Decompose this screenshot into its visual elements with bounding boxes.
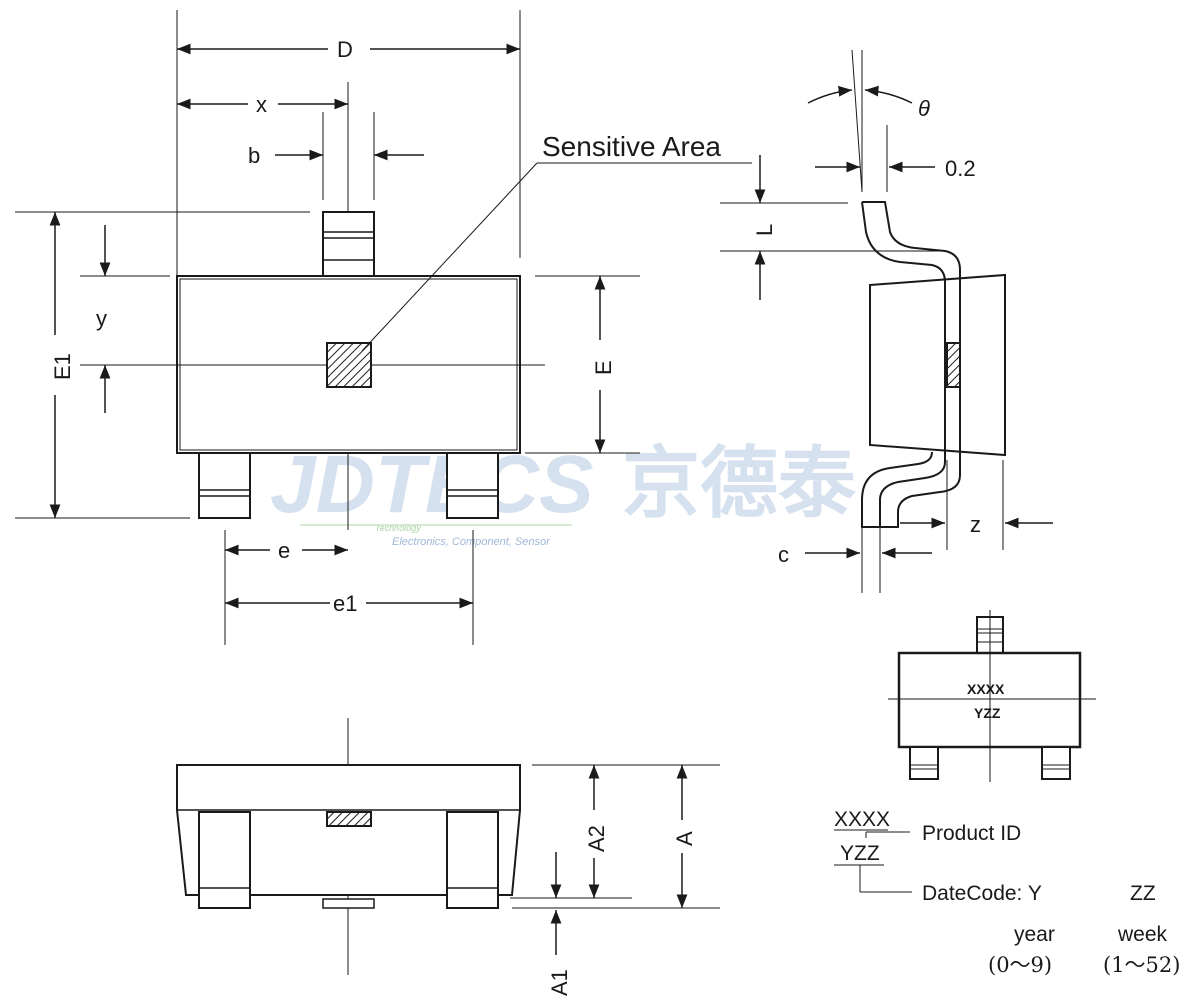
marking-legend: XXXX YZZ Product ID DateCode: Y ZZ year … (834, 808, 1180, 977)
side-view: θ 0.2 L z c (720, 49, 1053, 593)
dim-label-z: z (970, 512, 981, 537)
dim-label-b: b (248, 143, 260, 168)
watermark-tagline: Electronics, Component, Sensor (392, 536, 551, 548)
legend-year: year (1014, 923, 1055, 946)
front-view: A2 A A1 (176, 718, 720, 996)
legend-week: week (1117, 923, 1168, 946)
dim-label-A2: A2 (584, 825, 609, 852)
dim-label-y: y (96, 306, 107, 331)
dim-label-E1: E1 (50, 353, 75, 380)
watermark: JDTECS 京德泰 Electronics, Component, Senso… (270, 439, 857, 548)
dim-label-c: c (778, 542, 789, 567)
watermark-brand: JDTECS (270, 439, 594, 530)
dim-label-A1: A1 (547, 969, 572, 996)
top-view: D x b Sensitive Are (15, 10, 752, 645)
dim-label-E: E (591, 360, 616, 375)
dim-label-e1: e1 (333, 591, 357, 616)
dim-label-e: e (278, 538, 290, 563)
dim-label-A: A (672, 831, 697, 846)
legend-product-id: Product ID (922, 822, 1021, 845)
offset-label: 0.2 (945, 156, 976, 181)
marking-view: XXXX YZZ (888, 610, 1096, 782)
dim-label-L: L (752, 224, 777, 236)
legend-datecode: DateCode: Y (922, 882, 1042, 905)
legend-xxxx: XXXX (834, 808, 890, 831)
legend-year-range: (0～9) (988, 953, 1052, 977)
dim-label-x: x (256, 92, 267, 117)
legend-yzz: YZZ (840, 842, 880, 865)
theta-label: θ (918, 96, 930, 121)
watermark-brand-cn: 京德泰 (622, 439, 857, 529)
marking-line2: YZZ (974, 705, 1001, 721)
sensitive-area-label: Sensitive Area (542, 131, 721, 162)
dim-label-D: D (337, 37, 353, 62)
marking-line1: XXXX (967, 681, 1005, 697)
watermark-tagline2: Technology (375, 523, 421, 533)
legend-week-range: (1～52) (1103, 953, 1180, 977)
legend-zz: ZZ (1130, 882, 1156, 905)
